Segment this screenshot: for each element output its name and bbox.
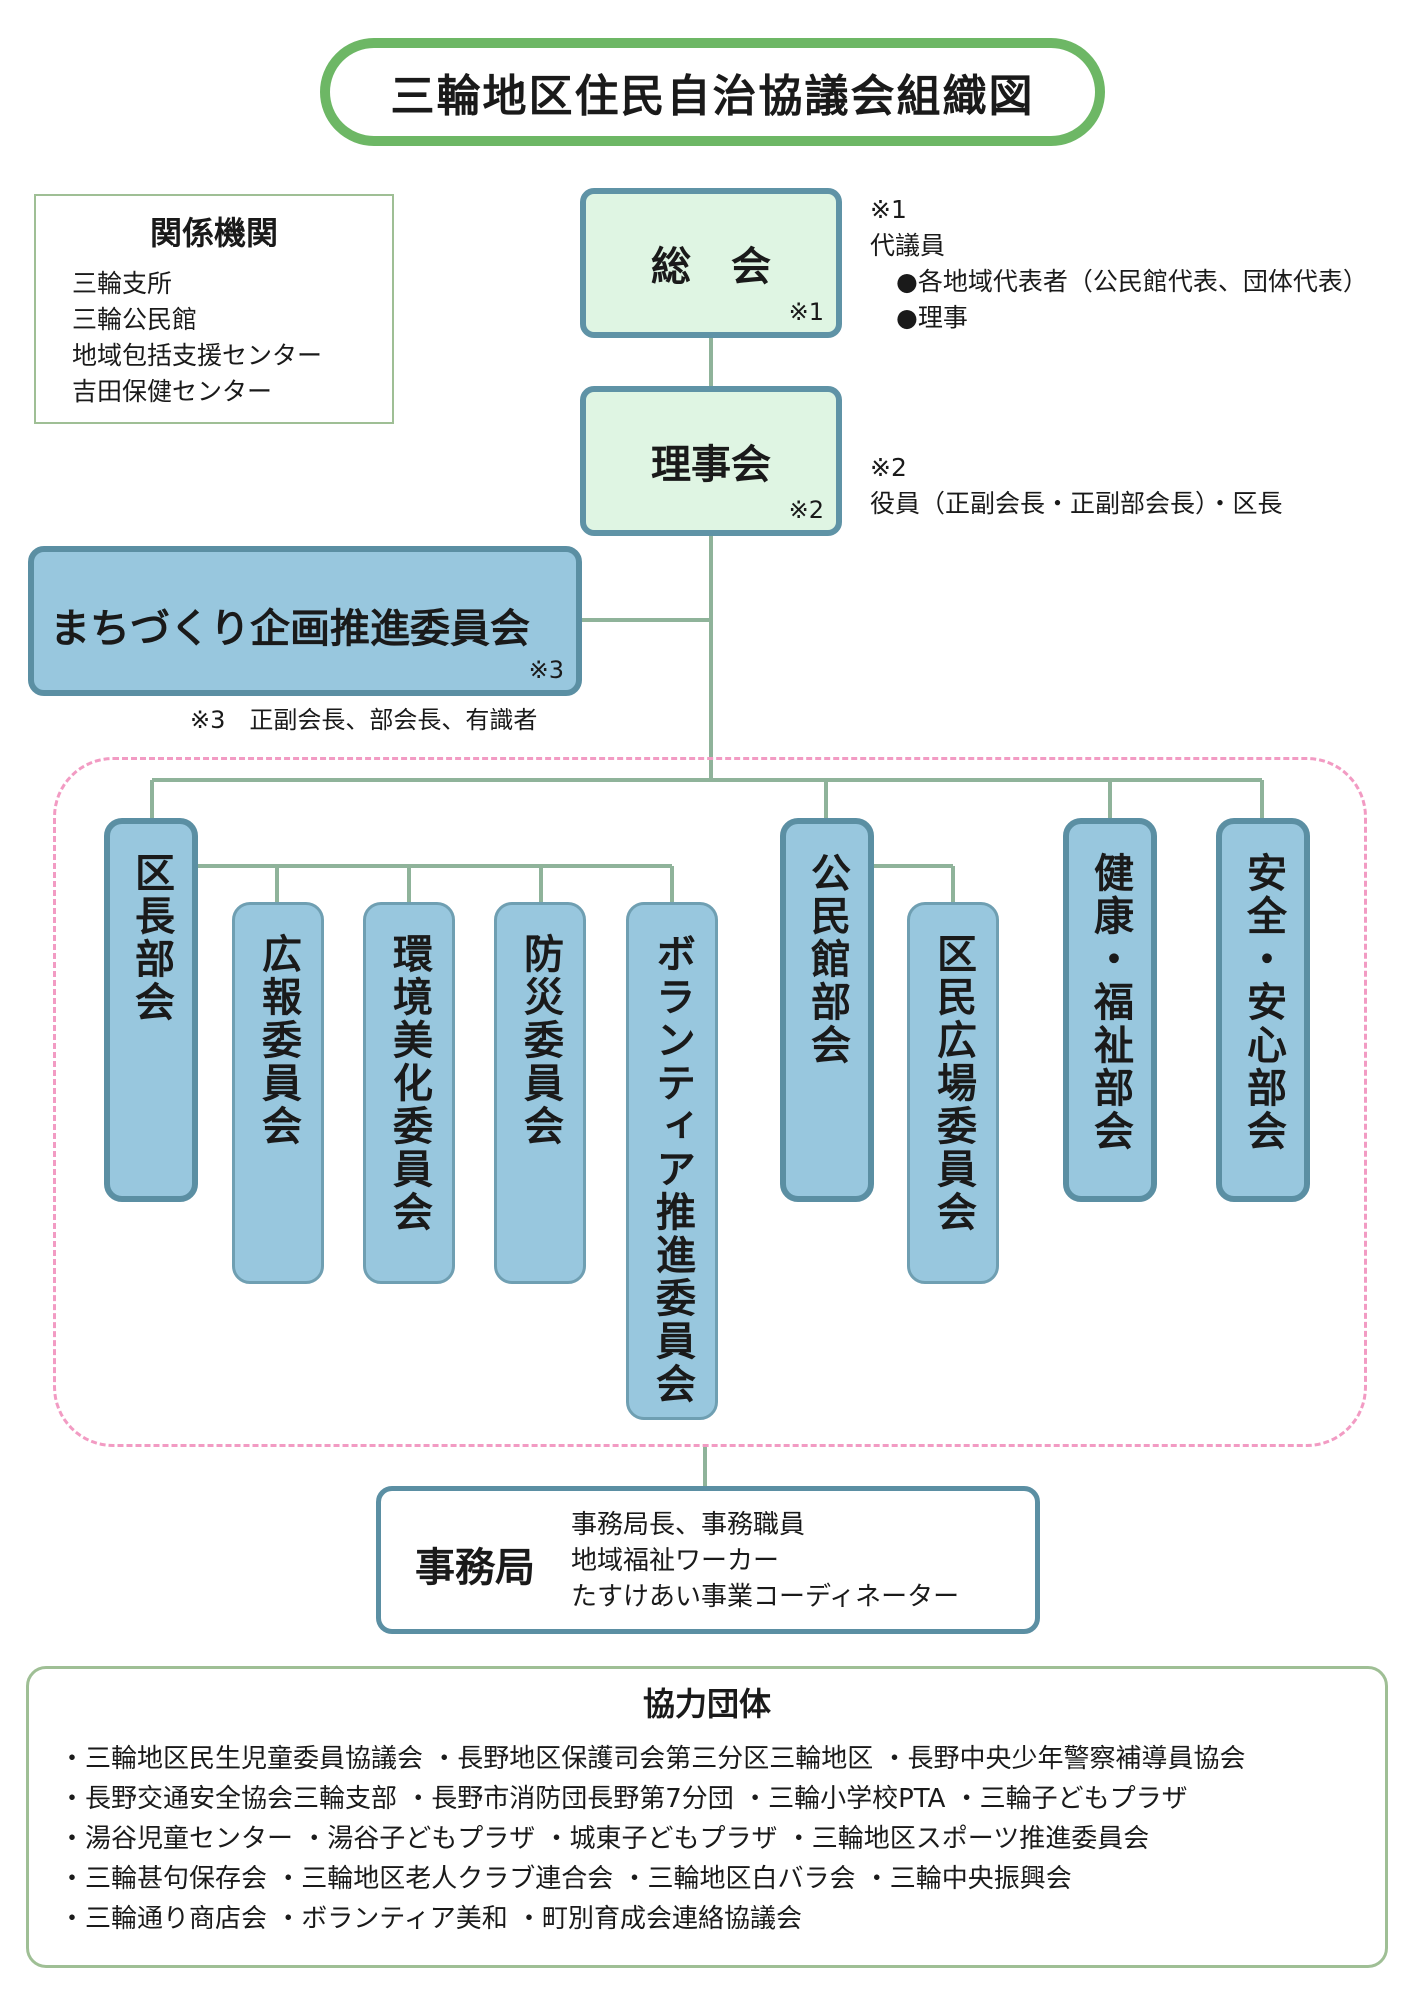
page-title: 三輪地区住民自治協議会組織図 [320, 38, 1105, 146]
board-mark: ※2 [788, 496, 824, 524]
note-1-line2: ●各地域代表者（公民館代表、団体代表） [896, 267, 1368, 296]
office-box: 事務局 事務局長、事務職員 地域福祉ワーカー たすけあい事業コーディネーター [376, 1486, 1040, 1634]
general-meeting-box: 総 会 ※1 [580, 188, 842, 338]
partners-row: ・湯谷児童センター ・湯谷子どもプラザ ・城東子どもプラザ ・三輪地区スポーツ推… [59, 1824, 1150, 1854]
dept-pr: 広報委員会 [232, 902, 324, 1284]
office-line1: 事務局長、事務職員 [571, 1510, 806, 1540]
partners-row: ・長野交通安全協会三輪支部 ・長野市消防団長野第7分団 ・三輪小学校PTA ・三… [59, 1784, 1188, 1814]
related-item: 三輪公民館 [72, 305, 198, 334]
dept-plaza: 区民広場委員会 [907, 902, 999, 1284]
general-meeting-mark: ※1 [788, 298, 824, 326]
dept-env: 環境美化委員会 [363, 902, 455, 1284]
dept-hall: 公民館部会 [780, 818, 874, 1202]
planning-note: ※3 正副会長、部会長、有識者 [190, 706, 538, 734]
partners-box: 協力団体 ・三輪地区民生児童委員協議会 ・長野地区保護司会第三分区三輪地区 ・長… [26, 1666, 1388, 1968]
board-box: 理事会 ※2 [580, 386, 842, 536]
partners-row: ・三輪通り商店会 ・ボランティア美和 ・町別育成会連絡協議会 [59, 1904, 802, 1934]
related-item: 吉田保健センター [72, 377, 273, 406]
note-1: ※1 代議員 ●各地域代表者（公民館代表、団体代表） ●理事 [870, 192, 1368, 336]
partners-row: ・三輪地区民生児童委員協議会 ・長野地区保護司会第三分区三輪地区 ・長野中央少年… [59, 1744, 1246, 1774]
note-2-line1: 役員（正副会長・正副部会長）・区長 [870, 489, 1283, 518]
related-heading: 関係機関 [149, 214, 278, 252]
note-2: ※2 役員（正副会長・正副部会長）・区長 [870, 450, 1283, 522]
note-1-mark: ※1 [870, 195, 907, 224]
office-line2: 地域福祉ワーカー [571, 1546, 780, 1576]
dept-ward: 区長部会 [104, 818, 198, 1202]
departments-group [53, 757, 1367, 1447]
office-line3: たすけあい事業コーディネーター [571, 1582, 960, 1612]
note-1-line1: 代議員 [870, 231, 946, 260]
related-item: 地域包括支援センター [72, 341, 323, 370]
planning-committee-mark: ※3 [528, 656, 564, 684]
related-item: 三輪支所 [72, 269, 173, 298]
board-label: 理事会 [651, 442, 771, 488]
note-2-mark: ※2 [870, 453, 907, 482]
note-1-line3: ●理事 [896, 303, 968, 332]
dept-disaster: 防災委員会 [494, 902, 586, 1284]
partners-row: ・三輪甚句保存会 ・三輪地区老人クラブ連合会 ・三輪地区白バラ会 ・三輪中央振興… [59, 1864, 1072, 1894]
partners-heading: 協力団体 [642, 1685, 771, 1723]
general-meeting-label: 総 会 [651, 244, 771, 290]
office-label: 事務局 [415, 1545, 535, 1591]
dept-volunteer: ボランティア推進委員会 [626, 902, 718, 1420]
dept-health: 健康・福祉部会 [1063, 818, 1157, 1202]
planning-committee-label: まちづくり企画推進委員会 [50, 606, 530, 652]
dept-safety: 安全・安心部会 [1216, 818, 1310, 1202]
planning-committee-box: まちづくり企画推進委員会 ※3 [28, 546, 582, 696]
related-organizations-box: 関係機関 三輪支所 三輪公民館 地域包括支援センター 吉田保健センター [34, 194, 394, 424]
